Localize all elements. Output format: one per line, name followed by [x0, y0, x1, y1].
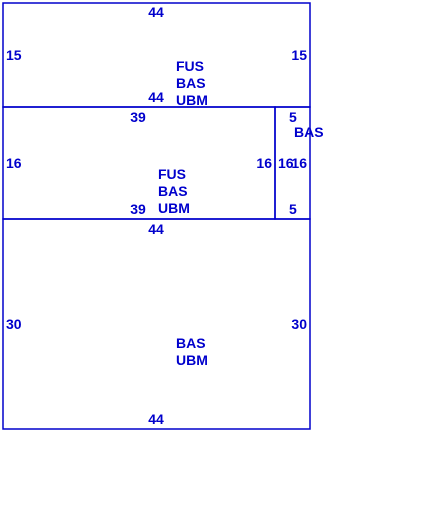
bottom-panel-bottom-dimension: 44: [148, 411, 164, 427]
side-panel-code: BAS: [294, 124, 324, 140]
bottom-panel-top-dimension: 44: [148, 221, 164, 237]
top-panel-left-dimension: 15: [6, 47, 22, 63]
top-panel-right-dimension: 15: [291, 47, 307, 63]
bottom-panel-left-dimension: 30: [6, 316, 22, 332]
top-panel-code: FUS: [176, 58, 204, 74]
middle-panel-right-dimension: 16: [256, 155, 272, 171]
middle-panel-code: UBM: [158, 200, 190, 216]
bottom-panel-code: UBM: [176, 352, 208, 368]
top-panel-top-dimension: 44: [148, 4, 164, 20]
middle-panel-top-dimension: 39: [130, 109, 146, 125]
bottom-panel: [2, 218, 311, 430]
middle-panel-code: FUS: [158, 166, 186, 182]
bottom-panel-right-dimension: 30: [291, 316, 307, 332]
middle-panel-bottom-dimension: 39: [130, 201, 146, 217]
bottom-panel-code: BAS: [176, 335, 206, 351]
top-panel-code: BAS: [176, 75, 206, 91]
top-panel-bottom-dimension: 44: [148, 89, 164, 105]
middle-panel-left-dimension: 16: [6, 155, 22, 171]
middle-panel-code: BAS: [158, 183, 188, 199]
side-panel-right-dimension: 16: [291, 155, 307, 171]
top-panel-code: UBM: [176, 92, 208, 108]
side-panel-left-dimension: 16: [278, 155, 294, 171]
side-panel-top-dimension: 5: [289, 109, 297, 125]
side-panel-bottom-dimension: 5: [289, 201, 297, 217]
